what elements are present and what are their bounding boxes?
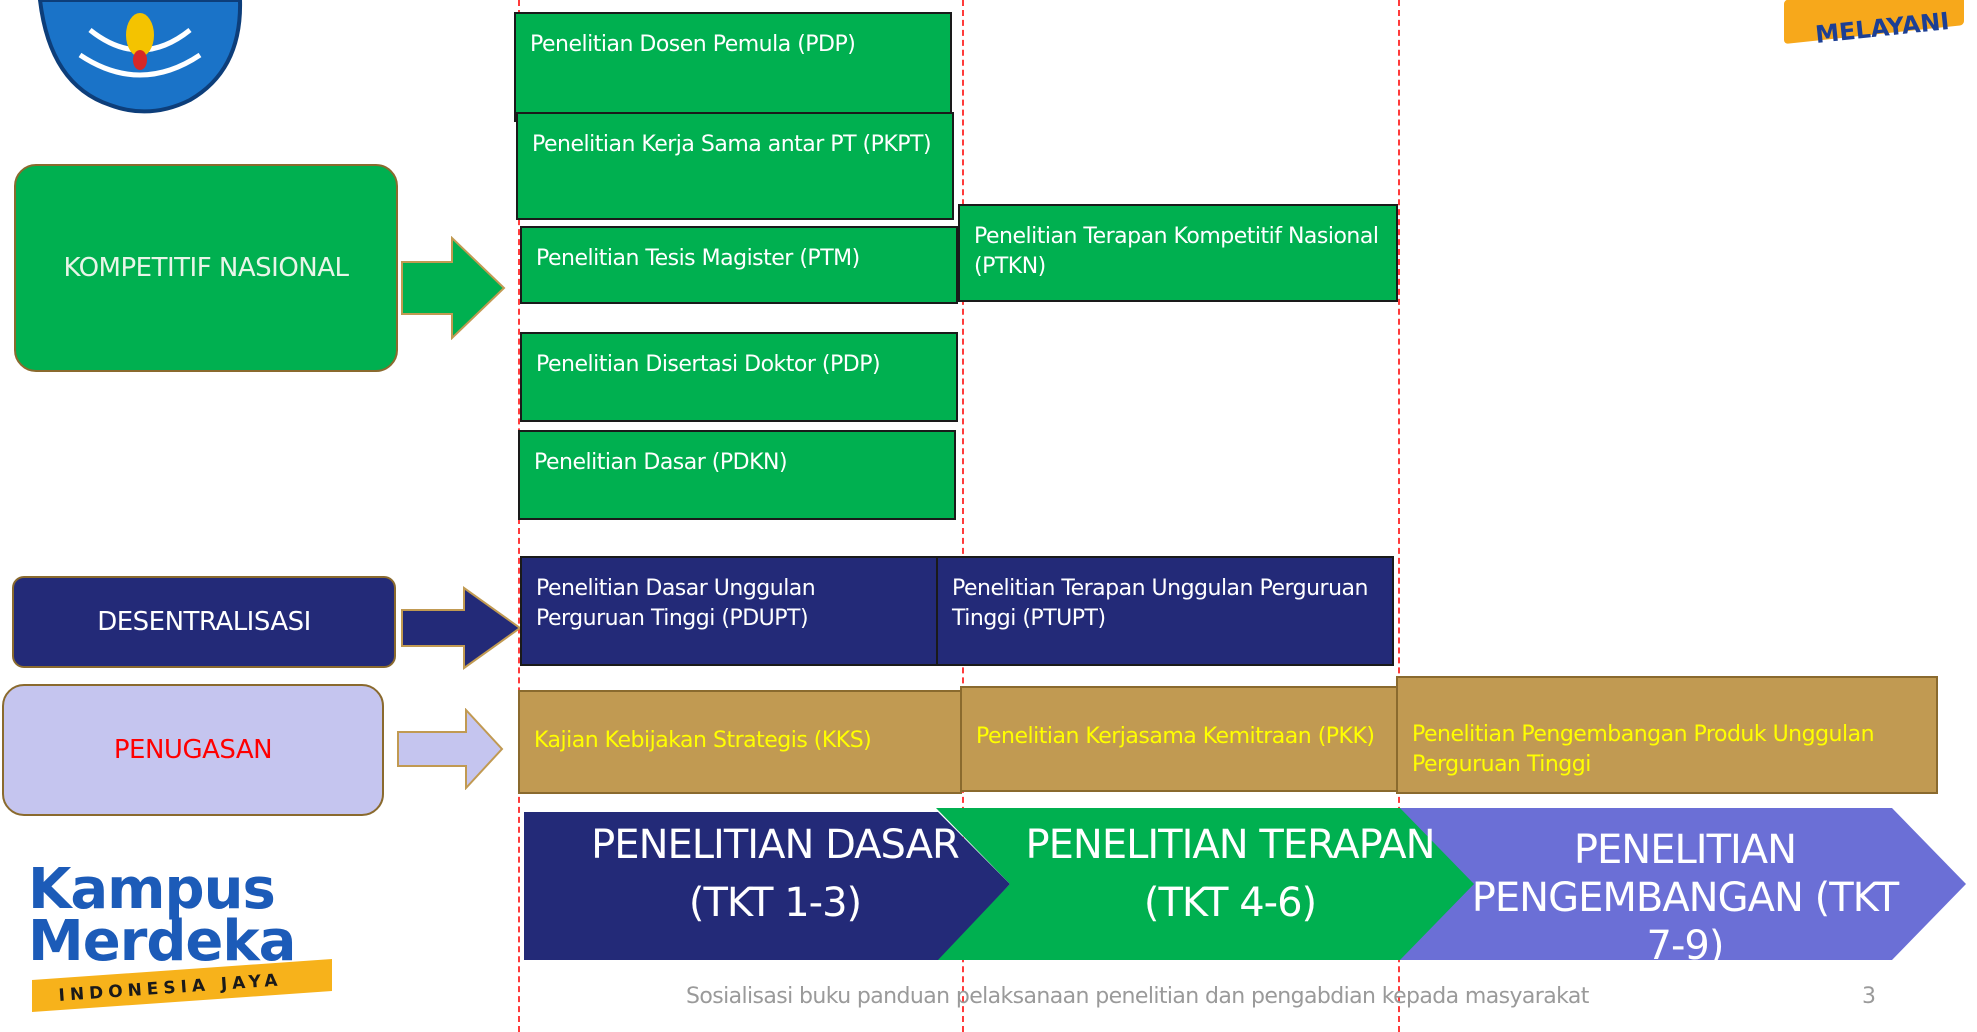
stage-dasar: PENELITIAN DASAR (TKT 1-3) [560,816,990,932]
stage-pengembangan: PENELITIAN PENGEMBANGAN (TKT 7-9) [1470,826,1900,970]
category-penugasan-label: PENUGASAN [113,735,273,765]
box-ptkn: Penelitian Terapan Kompetitif Nasional (… [958,204,1398,302]
box-ptm: Penelitian Tesis Magister (PTM) [520,226,958,304]
chevron-pengembangan [1396,808,1966,960]
category-desentralisasi: DESENTRALISASI [12,576,396,668]
stage-pengembangan-title: PENELITIAN PENGEMBANGAN (TKT 7-9) [1471,827,1899,969]
footer-caption: Sosialisasi buku panduan pelaksanaan pen… [686,984,1589,1009]
box-pdupt: Penelitian Dasar Unggulan Perguruan Ting… [520,556,940,666]
arrow-penugasan [397,708,504,790]
box-pkpt: Penelitian Kerja Sama antar PT (PKPT) [516,112,954,220]
guide-line-2 [962,0,964,1032]
stage-terapan-tkt: (TKT 4-6) [1143,880,1317,926]
tut-wuri-handayani-logo [37,0,243,114]
chevron-dasar [524,812,1010,960]
logo-merdeka-text: Merdeka [28,909,296,974]
box-pkk: Penelitian Kerjasama Kemitraan (PKK) [960,686,1400,792]
box-pdkn: Penelitian Dasar (PDKN) [518,430,956,520]
box-ppupt: Penelitian Pengembangan Produk Unggulan … [1396,676,1938,794]
stage-dasar-tkt: (TKT 1-3) [688,880,862,926]
stage-terapan: PENELITIAN TERAPAN (TKT 4-6) [1010,816,1450,932]
category-desentralisasi-label: DESENTRALISASI [97,607,311,637]
stage-dasar-title: PENELITIAN DASAR [591,822,960,868]
logo-kampus-text: Kampus [28,857,276,922]
page-number: 3 [1862,984,1876,1009]
arrow-kompetitif [401,236,506,340]
kampus-merdeka-logo: Kampus Merdeka INDONESIA JAYA [28,862,348,1032]
category-kompetitif-label: KOMPETITIF NASIONAL [63,253,349,283]
chevron-terapan [936,808,1474,960]
category-penugasan: PENUGASAN [2,684,384,816]
category-kompetitif-nasional: KOMPETITIF NASIONAL [14,164,398,372]
arrow-desentralisasi [401,586,522,670]
box-kks: Kajian Kebijakan Strategis (KKS) [518,690,962,794]
stage-terapan-title: PENELITIAN TERAPAN [1025,822,1436,868]
box-pdp-doktor: Penelitian Disertasi Doktor (PDP) [520,332,958,422]
guide-line-3 [1398,0,1400,1032]
box-ptupt: Penelitian Terapan Unggulan Perguruan Ti… [936,556,1394,666]
